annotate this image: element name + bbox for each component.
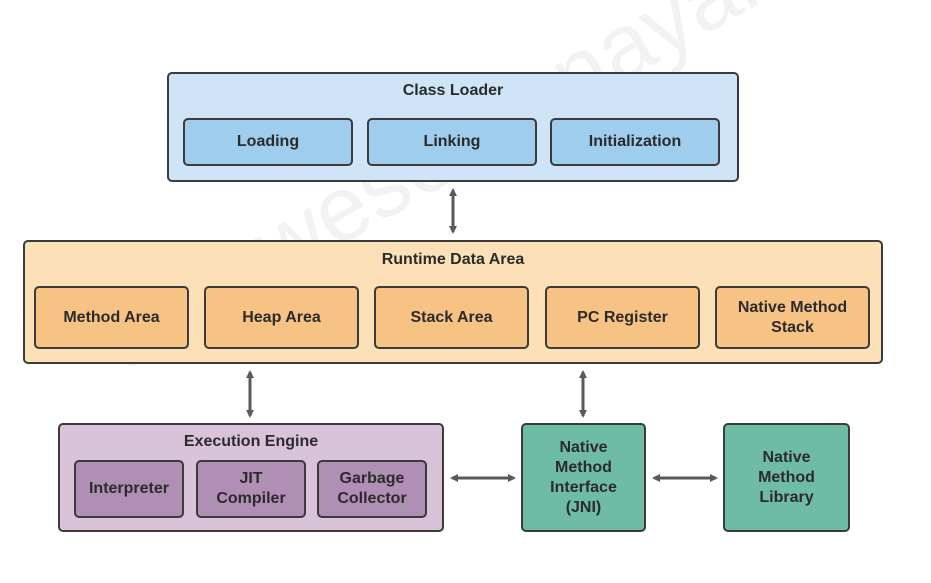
native-method-library-block: Native Method Library: [723, 423, 850, 532]
runtime-data-area-title: Runtime Data Area: [381, 251, 525, 268]
loading-block: Loading: [183, 118, 353, 166]
jit-compiler-block: JIT Compiler: [196, 460, 306, 518]
heap-area-block: Heap Area: [204, 286, 359, 349]
native-method-stack-block: Native Method Stack: [715, 286, 870, 349]
native-method-interface-block: Native Method Interface (JNI): [521, 423, 646, 532]
pc-register-block: PC Register: [545, 286, 700, 349]
initialization-block: Initialization: [550, 118, 720, 166]
garbage-collector-block: Garbage Collector: [317, 460, 427, 518]
execution-engine-title: Execution Engine: [183, 433, 319, 450]
stack-area-block: Stack Area: [374, 286, 529, 349]
class-loader-title: Class Loader: [402, 82, 504, 99]
linking-block: Linking: [367, 118, 537, 166]
method-area-block: Method Area: [34, 286, 189, 349]
interpreter-block: Interpreter: [74, 460, 184, 518]
